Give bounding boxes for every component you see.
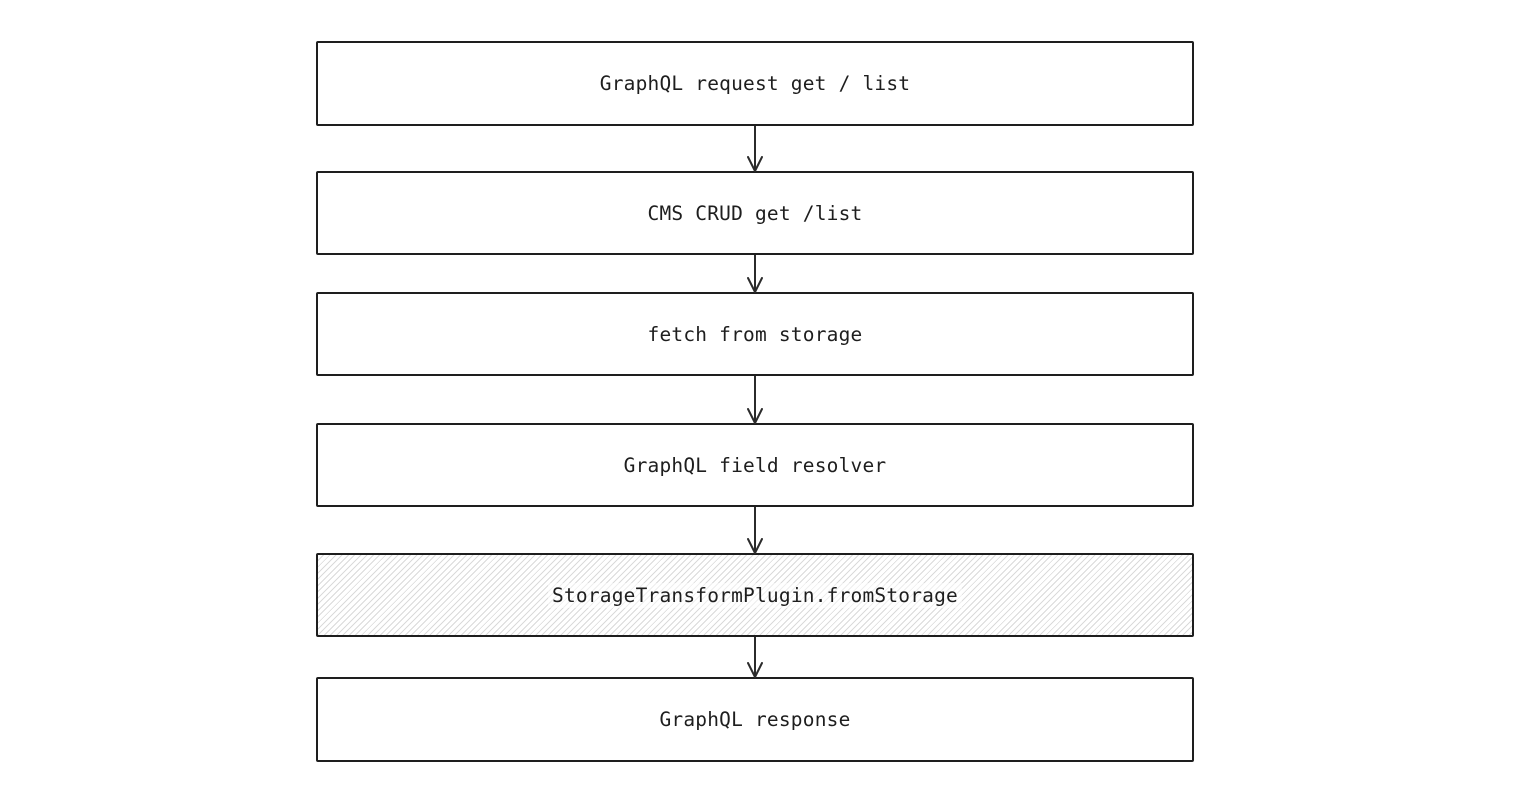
arrow-down-icon — [747, 277, 763, 293]
arrow-line — [754, 376, 756, 423]
arrow-down-icon — [747, 156, 763, 172]
flow-node-label: GraphQL response — [659, 708, 851, 731]
flow-node-fetch-storage: fetch from storage — [316, 292, 1194, 376]
flow-node-cms-crud: CMS CRUD get /list — [316, 171, 1194, 255]
flow-edge-arrow — [316, 637, 1194, 678]
flow-node-label: CMS CRUD get /list — [647, 201, 863, 225]
arrow-down-icon — [747, 662, 763, 678]
flow-node-label: fetch from storage — [647, 322, 863, 346]
flow-edge-arrow — [316, 376, 1194, 424]
flow-node-graphql-response: GraphQL response — [316, 677, 1194, 762]
flow-node-field-resolver: GraphQL field resolver — [316, 423, 1194, 507]
arrow-down-icon — [747, 538, 763, 554]
flowchart: GraphQL request get / list CMS CRUD get … — [316, 41, 1194, 762]
arrow-line — [754, 507, 756, 553]
arrow-line — [754, 126, 756, 171]
flow-node-graphql-request: GraphQL request get / list — [316, 41, 1194, 126]
flow-node-label: GraphQL request get / list — [599, 72, 911, 95]
flow-node-label: GraphQL field resolver — [623, 453, 887, 477]
flow-node-storage-transform-plugin: StorageTransformPlugin.fromStorage — [316, 553, 1194, 637]
flow-edge-arrow — [316, 255, 1194, 293]
flow-edge-arrow — [316, 126, 1194, 172]
arrow-line — [754, 637, 756, 677]
flow-node-label: StorageTransformPlugin.fromStorage — [548, 582, 962, 608]
arrow-down-icon — [747, 408, 763, 424]
flow-edge-arrow — [316, 507, 1194, 554]
arrow-line — [754, 255, 756, 292]
